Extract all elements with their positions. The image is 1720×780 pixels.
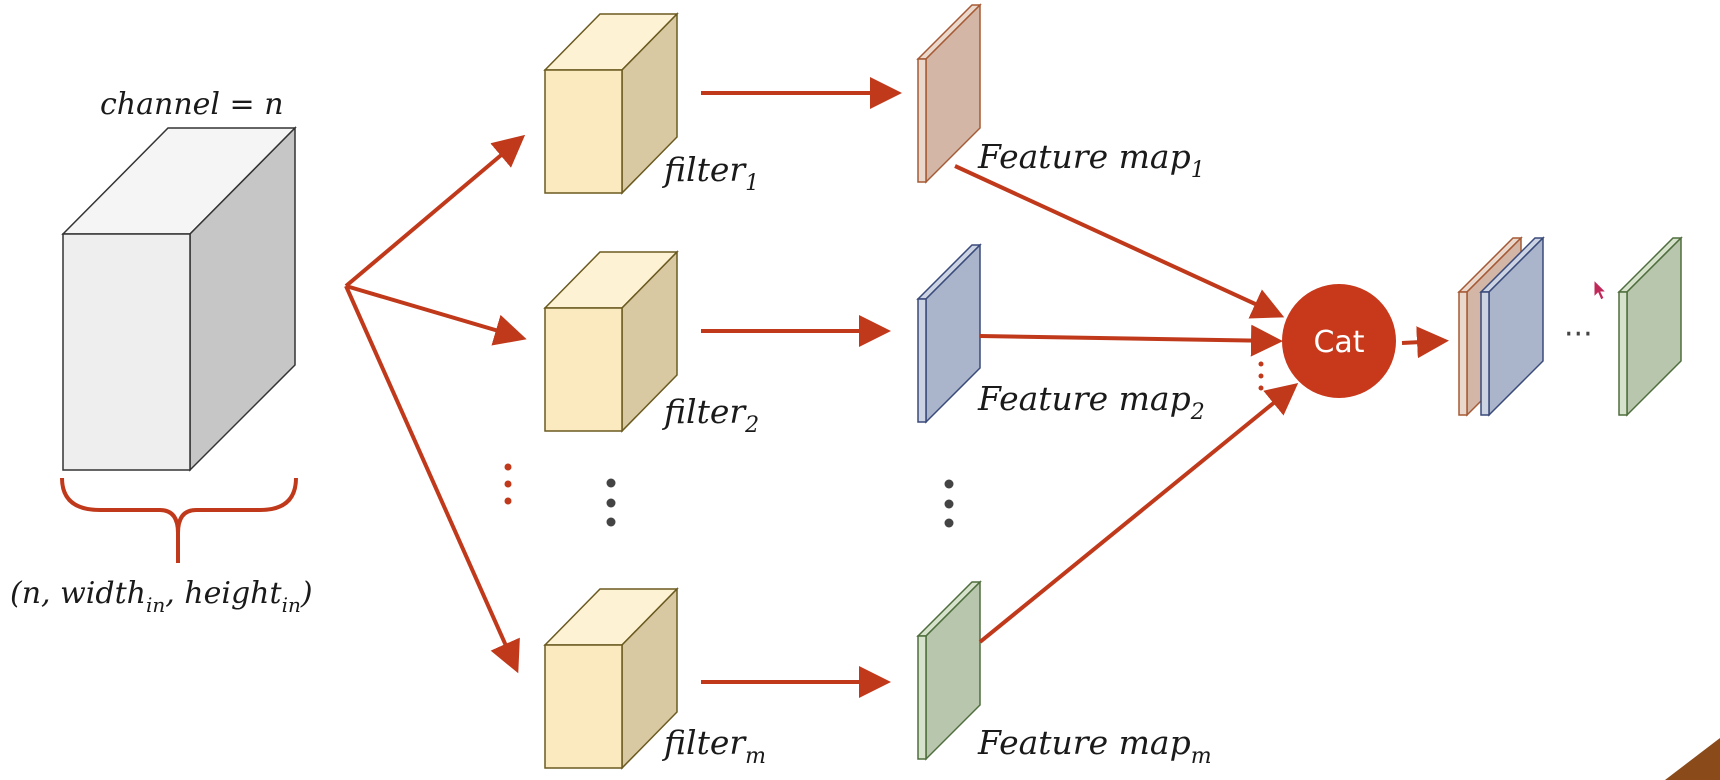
feature-map-2-label: Feature map2	[977, 379, 1205, 425]
ellipsis-dot	[944, 518, 954, 528]
filter-m-label-sub: m	[745, 744, 766, 769]
filter-ellipsis	[606, 478, 616, 527]
shape-mid: , height	[165, 576, 282, 611]
feature-map-1-label-base: Feature map	[977, 137, 1191, 176]
map-to-cat-arrows	[954, 164, 1299, 644]
cat-node	[1282, 284, 1396, 398]
ellipsis-dot	[606, 498, 616, 508]
ellipsis-dot	[1258, 361, 1264, 367]
feature-map-m-label-base: Feature map	[977, 723, 1191, 762]
arrow-to-filter-2	[345, 284, 527, 346]
feature-map-m-label-sub: m	[1191, 744, 1212, 769]
feature-map-m	[916, 580, 982, 761]
corner-shape	[1665, 738, 1720, 780]
filter-2-label-sub: 2	[744, 413, 759, 438]
filter-1-label: filter1	[661, 150, 759, 196]
arrow-map-1-to-cat	[954, 164, 1285, 319]
ellipsis-dot	[606, 478, 616, 488]
filter-m-front	[544, 644, 623, 769]
ellipsis-dot	[944, 499, 954, 509]
cat-node-label: Cat	[1313, 325, 1364, 360]
output-map-m-face	[1626, 236, 1682, 417]
filter-to-map-arrows	[701, 77, 902, 698]
filter-2-label: filter2	[661, 392, 759, 438]
feature-map-1	[916, 3, 982, 184]
feature-map-m-front	[917, 635, 927, 760]
arrow-map-m-to-cat	[978, 382, 1299, 644]
output-stack: ···	[1457, 236, 1683, 417]
filter-2-label-base: filter	[661, 392, 747, 431]
output-map-2-front	[1480, 291, 1490, 416]
feature-map-2-front	[917, 298, 927, 423]
filter-m-label-base: filter	[661, 723, 747, 762]
feature-map-2-face	[925, 243, 981, 424]
filter-cube-2	[543, 250, 679, 433]
cursor-arrow-icon	[1593, 278, 1608, 301]
ellipsis-dot	[1258, 385, 1264, 391]
feature-map-1-face	[925, 3, 981, 184]
ellipsis-dot	[504, 463, 512, 471]
filter-1-label-sub: 1	[745, 171, 759, 196]
filter-1-front	[544, 69, 623, 194]
ellipsis-dot	[504, 480, 512, 488]
feature-map-1-front	[917, 58, 927, 183]
feature-map-2-label-base: Feature map	[977, 379, 1191, 418]
ellipsis-dot	[944, 479, 954, 489]
output-map-1-front	[1458, 291, 1468, 416]
input-brace	[60, 477, 298, 563]
feature-map-1-label-sub: 1	[1191, 158, 1205, 183]
feature-map-1-label: Feature map1	[977, 137, 1205, 183]
shape-open: (n, width	[10, 576, 146, 611]
shape-sub-height: in	[282, 593, 301, 617]
filter-cube-1	[543, 12, 679, 195]
arrow-to-filter-m	[344, 285, 520, 674]
filter-1-label-base: filter	[661, 150, 747, 189]
branch-ellipsis-red	[504, 463, 512, 505]
branch-arrows	[344, 134, 527, 674]
shape-sub-width: in	[146, 593, 165, 617]
output-map-m	[1617, 236, 1683, 417]
input-shape-label: (n, widthin, heightin)	[10, 576, 313, 617]
arrow-to-filter-1	[344, 134, 526, 288]
channel-label: channel = n	[100, 87, 284, 122]
arrow-map-2-to-cat	[979, 324, 1283, 357]
ellipsis-dot	[1258, 373, 1264, 379]
feature-map-2	[916, 243, 982, 424]
output-map-2	[1479, 236, 1545, 417]
output-ellipsis: ···	[1564, 317, 1593, 352]
ellipsis-dot	[504, 497, 512, 505]
filter-2-front	[544, 307, 623, 432]
filter-m-label: filterm	[661, 723, 766, 769]
input-tensor-cube	[61, 126, 297, 472]
shape-close: )	[300, 576, 313, 611]
input-cube-front	[62, 233, 191, 471]
feature-map-m-face	[925, 580, 981, 761]
feature-map-m-label: Feature mapm	[977, 723, 1212, 769]
arrow-cat-to-output	[1401, 326, 1449, 359]
feature-map-2-label-sub: 2	[1190, 400, 1205, 425]
cat-input-ellipsis	[1258, 361, 1264, 391]
filter-cube-m	[543, 587, 679, 770]
ellipsis-dot	[606, 517, 616, 527]
output-map-m-front	[1618, 291, 1628, 416]
feature-map-ellipsis	[944, 479, 954, 528]
